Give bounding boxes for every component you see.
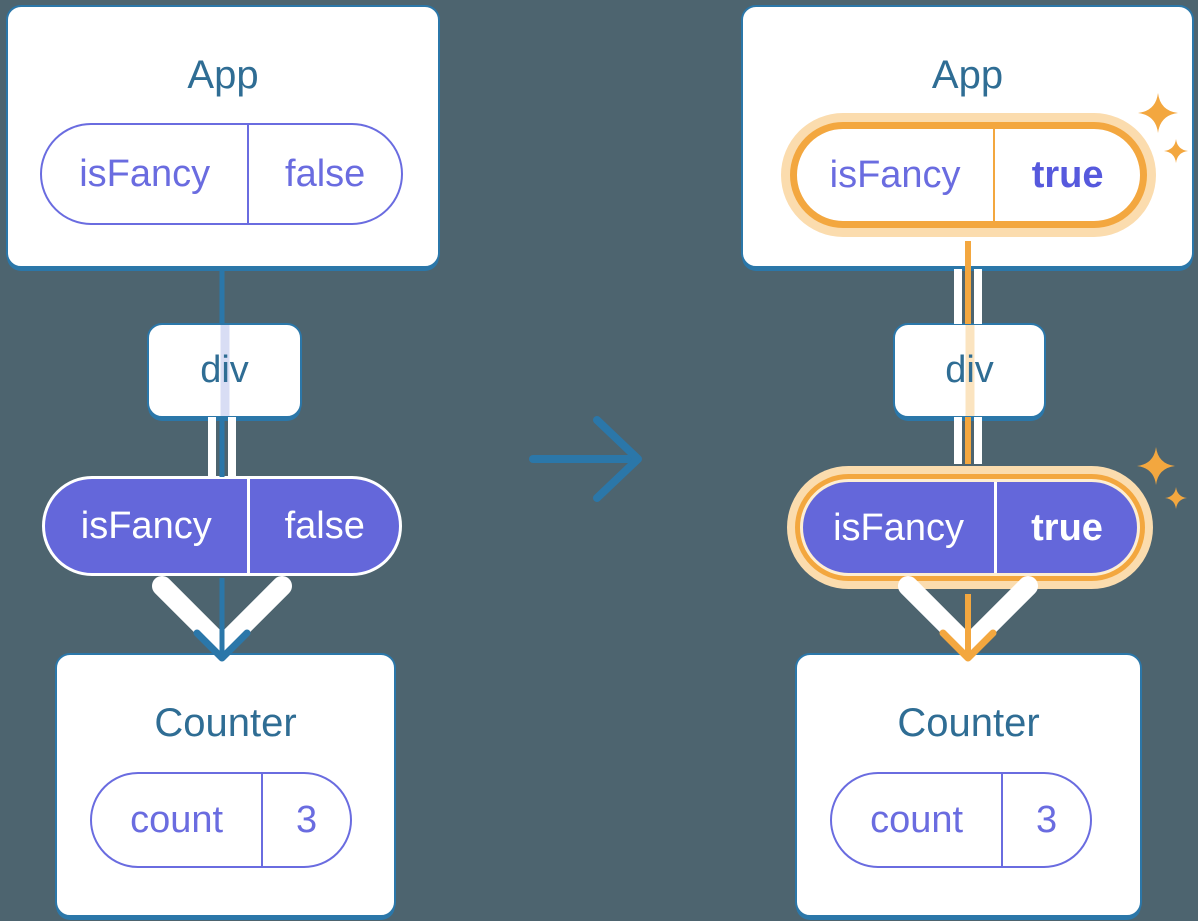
prop-flow-div-to-pill-before xyxy=(208,417,236,477)
prop-passthrough-stripe xyxy=(220,325,229,416)
prop-name-cell: isFancy xyxy=(797,129,996,221)
state-name: count xyxy=(870,799,964,841)
prop-name: isFancy xyxy=(79,153,211,195)
counter-title-after: Counter xyxy=(897,701,1040,745)
app-prop-pill-before: isFancy false xyxy=(40,123,403,225)
counter-state-pill-before: count 3 xyxy=(90,772,352,868)
state-value-cell: 3 xyxy=(1003,774,1090,866)
app-prop-pill-after-highlighted: isFancy true xyxy=(790,122,1147,228)
state-name-cell: count xyxy=(832,774,1004,866)
prop-value: true xyxy=(1031,154,1104,196)
state-name: count xyxy=(130,799,224,841)
prop-name-cell: isFancy xyxy=(45,479,251,573)
prop-value-cell: false xyxy=(249,125,401,223)
prop-value: false xyxy=(284,505,365,547)
prop-passthrough-stripe xyxy=(965,325,974,416)
div-card-before: div xyxy=(147,323,302,418)
state-value-cell: 3 xyxy=(263,774,350,866)
prop-name-cell: isFancy xyxy=(42,125,250,223)
prop-value: false xyxy=(285,153,366,195)
sparkles-icon xyxy=(1165,487,1187,509)
app-title-before: App xyxy=(187,53,259,97)
div-title-before: div xyxy=(200,349,249,391)
sparkles-icon xyxy=(1137,447,1175,485)
flow-arrow-down-icon xyxy=(898,576,1038,662)
div-card-after: div xyxy=(893,323,1046,418)
prop-value-cell: true xyxy=(995,129,1140,221)
prop-value-cell: false xyxy=(250,479,399,573)
counter-title-before: Counter xyxy=(154,701,297,745)
passed-prop-pill-before: isFancy false xyxy=(42,476,402,576)
state-value: 3 xyxy=(1036,799,1058,841)
app-title-after: App xyxy=(931,53,1004,97)
prop-name: isFancy xyxy=(833,506,964,549)
prop-value: true xyxy=(1031,506,1103,549)
flow-arrow-down-icon xyxy=(152,576,292,662)
prop-value-cell: true xyxy=(997,482,1137,573)
prop-name: isFancy xyxy=(829,154,961,196)
prop-flow-div-to-pill-after xyxy=(954,417,982,464)
state-value: 3 xyxy=(296,799,318,841)
state-name-cell: count xyxy=(92,774,264,866)
transition-arrow-icon xyxy=(529,416,642,502)
counter-state-pill-after: count 3 xyxy=(830,772,1092,868)
div-title-after: div xyxy=(945,349,994,391)
prop-name: isFancy xyxy=(80,505,212,547)
prop-name-cell: isFancy xyxy=(803,482,998,573)
passed-prop-pill-after-highlighted: isFancy true xyxy=(800,479,1140,576)
